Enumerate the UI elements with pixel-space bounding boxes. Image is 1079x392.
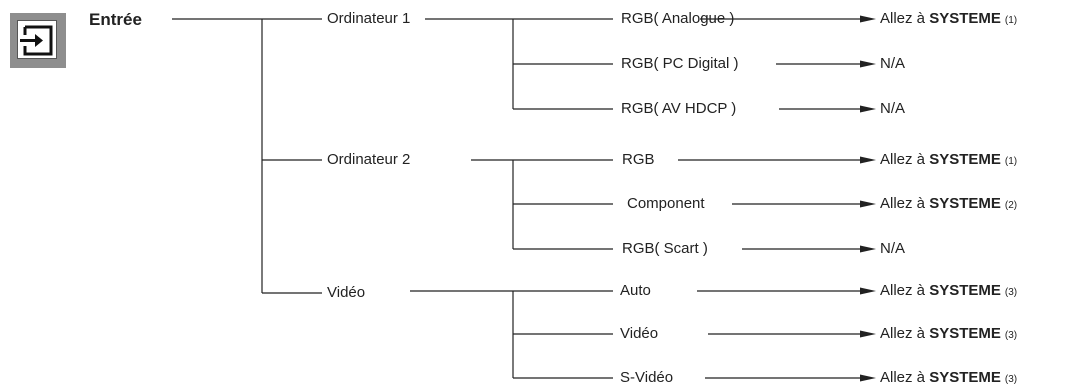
dest-video: Allez à SYSTEME(3) — [880, 325, 1018, 342]
dest-arrow-5-head — [860, 245, 876, 253]
root-label: Entrée — [89, 10, 142, 29]
dest-arrow-1-head — [860, 60, 876, 68]
item-component: Component — [627, 195, 705, 212]
dest-arrow-3-head — [860, 156, 876, 164]
dest-arrow-7-head — [860, 330, 876, 338]
item-rgb-av-hdcp: RGB( AV HDCP ) — [621, 100, 737, 117]
input-icon — [10, 13, 66, 68]
dest-rgb-av-hdcp: N/A — [880, 100, 906, 117]
item-rgb-pc-digital: RGB( PC Digital ) — [621, 55, 739, 72]
branch-label-ordinateur-2: Ordinateur 2 — [327, 151, 411, 168]
item-video: Vidéo — [620, 325, 659, 342]
branch-label-video: Vidéo — [327, 284, 366, 301]
dest-arrow-0-head — [860, 15, 876, 23]
dest-arrow-2-head — [860, 105, 876, 113]
dest-arrow-4-head — [860, 200, 876, 208]
dest-rgb-pc-digital: N/A — [880, 55, 906, 72]
item-rgb-scart: RGB( Scart ) — [622, 240, 708, 257]
item-auto: Auto — [620, 282, 651, 299]
dest-arrow-6-head — [860, 287, 876, 295]
branch-label-ordinateur-1: Ordinateur 1 — [327, 10, 411, 27]
item-rgb-analogue: RGB( Analogue ) — [621, 10, 735, 27]
dest-rgb: Allez à SYSTEME(1) — [880, 151, 1018, 168]
dest-component: Allez à SYSTEME(2) — [880, 195, 1018, 212]
item-s-video: S-Vidéo — [620, 369, 674, 386]
item-rgb: RGB — [622, 151, 655, 168]
dest-auto: Allez à SYSTEME(3) — [880, 282, 1018, 299]
dest-rgb-analogue: Allez à SYSTEME(1) — [880, 10, 1018, 27]
dest-rgb-scart: N/A — [880, 240, 906, 257]
dest-arrow-8-head — [860, 374, 876, 382]
dest-s-video: Allez à SYSTEME(3) — [880, 369, 1018, 386]
